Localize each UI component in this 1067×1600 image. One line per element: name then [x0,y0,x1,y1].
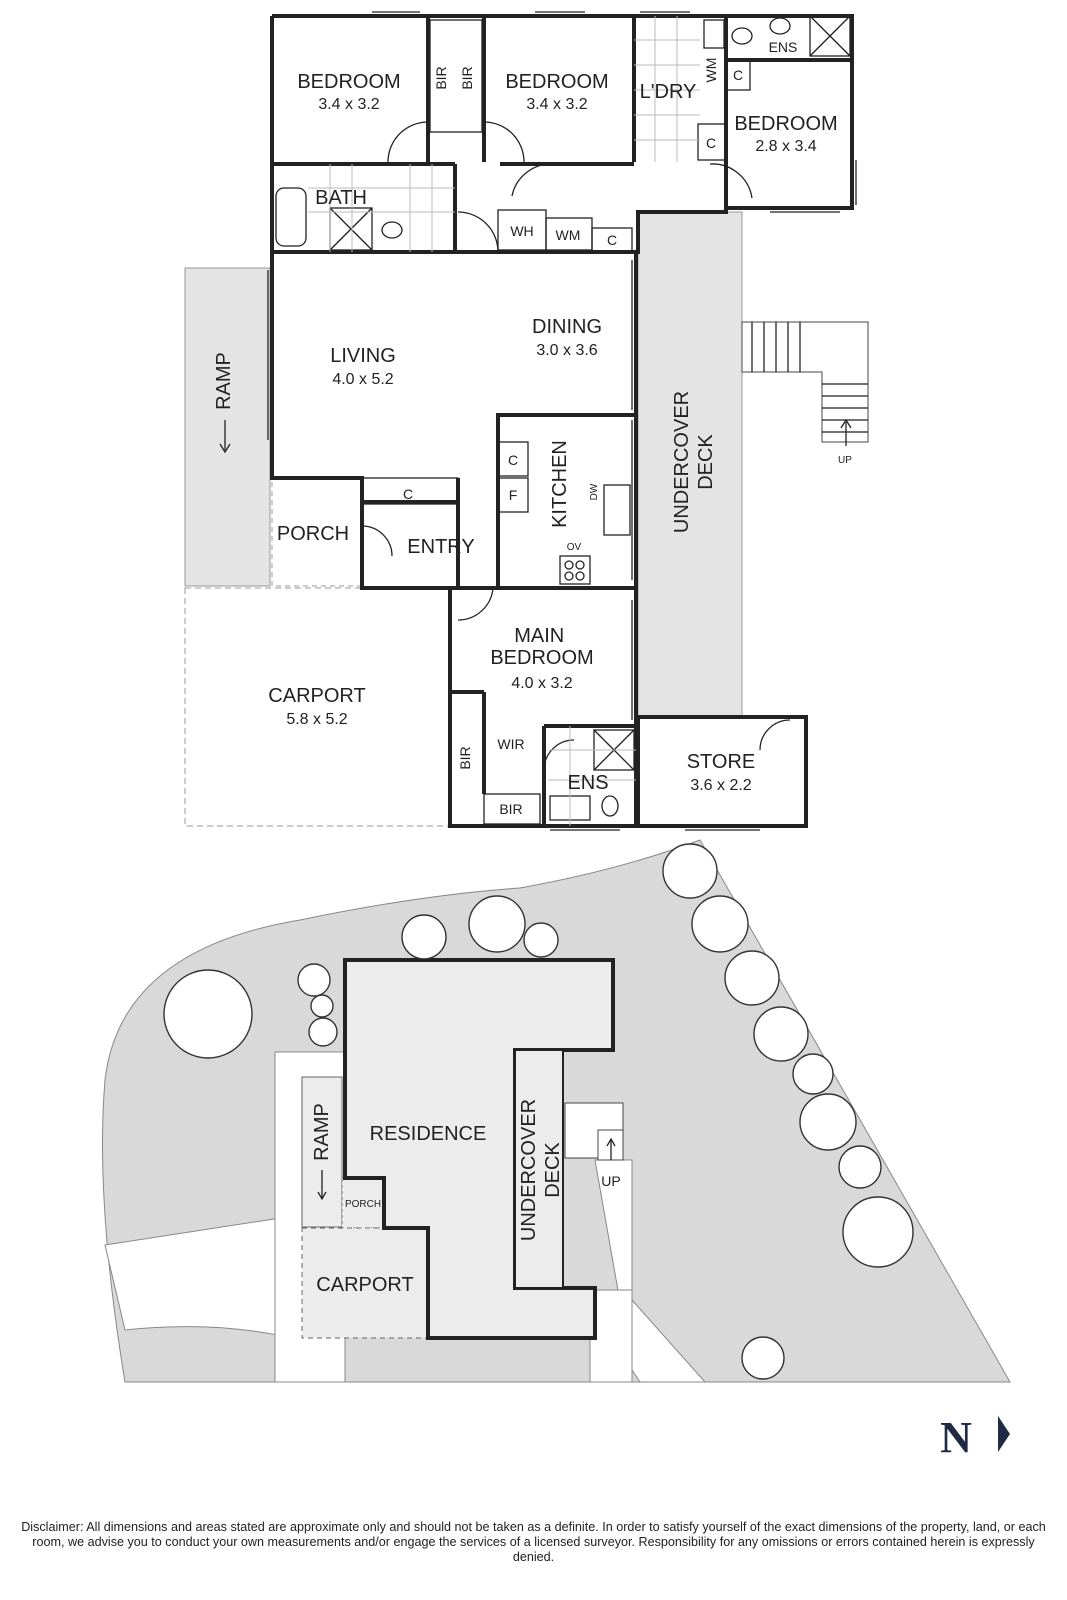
site-ramp-arrowhead [317,1191,327,1201]
fixtures [275,15,851,825]
store-label: STORE [687,751,756,773]
site-deck-label-line-2: DECK [542,1142,564,1198]
site-carport-label: CARPORT [316,1274,413,1296]
bedroom-3-size: 2.8 x 3.4 [755,138,816,155]
site-porch [341,1177,385,1229]
residence-outline [343,958,615,1340]
bedroom-2-label: BEDROOM [505,71,608,93]
entry-label: ENTRY [407,536,474,558]
tree-icon [662,843,718,899]
stairs-up-label: UP [838,455,852,466]
porch-area [271,477,363,587]
cupboard-label-4: C [508,452,518,468]
wh-label: WH [510,223,533,239]
undercover-deck-label-line-1: UNDERCOVER [671,391,693,533]
disclaimer-text: Disclaimer: All dimensions and areas sta… [21,1520,1046,1564]
ramp-area [184,267,271,587]
bedroom-1-label: BEDROOM [297,71,400,93]
bir-label-3: BIR [457,746,473,769]
tree-icon [401,914,447,960]
ramp-label: RAMP [213,352,235,410]
tree-icon [838,1145,882,1189]
exterior-walls [270,14,854,254]
ensuite-main-label: ENS [567,772,608,794]
living-size: 4.0 x 5.2 [332,371,393,388]
site-porch-label: PORCH [345,1199,381,1210]
windows [267,11,857,831]
fridge-label: F [509,487,518,503]
north-arrow: N [940,1413,1010,1462]
main-bedroom-label: MAIN BEDROOM [490,625,593,669]
tile-grid [308,16,700,826]
stairs [741,321,869,446]
site-ramp [301,1076,343,1228]
main-bedroom-size: 4.0 x 3.2 [511,675,572,692]
tree-icon [308,1017,338,1047]
tree-icon [297,963,331,997]
tree-icon [792,1053,834,1095]
laundry-label: L'DRY [640,81,697,103]
trees [163,843,914,1380]
wm-label-2: WM [703,58,719,83]
carport-label: CARPORT [268,685,365,707]
north-arrow-icon [998,1416,1010,1452]
dining-label: DINING [532,316,602,338]
tree-icon [842,1196,914,1268]
carport-size: 5.8 x 5.2 [286,711,347,728]
site-deck-label-line-1: UNDERCOVER [518,1099,540,1241]
site-up-label: UP [601,1173,620,1189]
site-up-arrowhead [606,1137,616,1147]
ensuite-upper-label: ENS [769,39,798,55]
living-label: LIVING [330,345,396,367]
bedroom-3-label: BEDROOM [734,113,837,135]
cupboard-label-2: C [733,67,743,83]
cupboard-label-5: C [403,486,413,502]
cupboard-label-1: C [607,232,617,248]
undercover-deck-area [637,211,743,718]
site-residence-label: RESIDENCE [370,1123,487,1145]
wm-label-1: WM [556,227,581,243]
wir-label: WIR [497,736,524,752]
tree-icon [799,1093,857,1151]
site-carport [301,1227,429,1339]
tree-icon [741,1336,785,1380]
doors [361,121,791,771]
kitchen-label: KITCHEN [549,440,571,528]
tree-icon [724,950,780,1006]
tree-icon [310,994,334,1018]
tree-icon [468,895,526,953]
tree-icon [163,969,253,1059]
bedroom-2-size: 3.4 x 3.2 [526,96,587,113]
site-deck [514,1049,564,1289]
porch-label: PORCH [277,523,349,545]
store-size: 3.6 x 2.2 [690,777,751,794]
main-bedroom-label-line-2: BEDROOM [490,647,593,669]
site-ramp-label: RAMP [311,1103,333,1161]
tree-icon [753,1006,809,1062]
north-label: N [940,1413,972,1462]
bath-label: BATH [315,187,367,209]
bir-label-4: BIR [499,801,522,817]
oven-label: OV [567,542,582,553]
tree-icon [523,922,559,958]
bir-label-1: BIR [433,66,449,89]
ramp-arrow [219,420,231,454]
undercover-deck-label-line-2: DECK [695,434,717,490]
bir-label-2: BIR [459,66,475,89]
dishwasher-label: DW [589,483,600,500]
floor-plan: BEDROOM 3.4 x 3.2 BEDROOM 3.4 x 3.2 BEDR… [184,11,869,831]
exterior-walls-living [270,252,638,828]
bedroom-1-size: 3.4 x 3.2 [318,96,379,113]
dining-size: 3.0 x 3.6 [536,342,597,359]
store-walls [636,715,808,828]
cupboard-label-3: C [706,135,716,151]
main-bedroom-label-text: MAIN [514,625,564,647]
kitchen-walls [496,413,636,588]
tree-icon [691,895,749,953]
carport-area [184,587,451,827]
